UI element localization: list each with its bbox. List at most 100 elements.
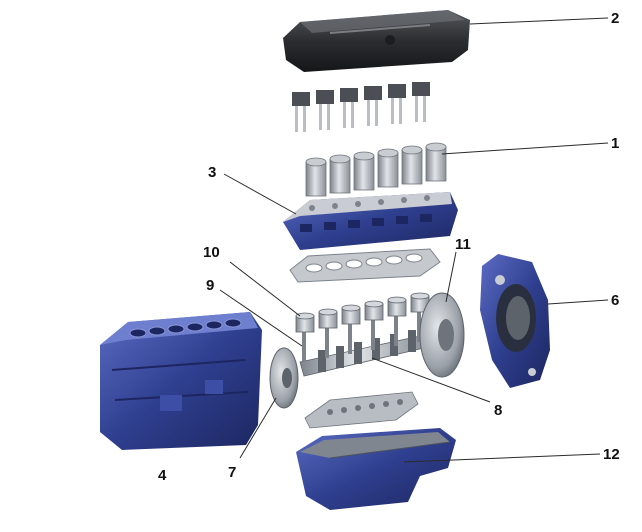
callout-2: 2 — [611, 10, 619, 27]
connecting-rod — [302, 332, 306, 362]
vibration-damper — [269, 347, 299, 409]
cylinder-head — [283, 192, 458, 250]
valve-stem — [319, 104, 322, 130]
rocker-arm — [412, 82, 430, 96]
gasket-bore — [365, 257, 383, 267]
piston-crown — [341, 304, 361, 312]
plate-hole — [327, 409, 333, 415]
gasket-bore — [345, 259, 363, 269]
rocker-arm — [292, 92, 310, 106]
callout-3: 3 — [208, 164, 216, 181]
crank-web — [336, 346, 344, 368]
head-bolt — [332, 203, 338, 209]
connecting-rod — [348, 324, 352, 354]
head-port — [396, 216, 408, 224]
valve-stem — [295, 106, 298, 132]
cylinder-bore — [205, 320, 223, 330]
leader-10 — [229, 261, 301, 317]
connecting-rod — [394, 316, 398, 346]
valve-stem — [327, 104, 330, 130]
callout-11: 11 — [455, 236, 471, 253]
gasket-bore — [325, 261, 343, 271]
crank-web — [354, 342, 362, 364]
leader-7 — [239, 397, 277, 459]
plate-hole — [383, 401, 389, 407]
callout-8: 8 — [494, 402, 502, 419]
cylinder-liners — [305, 142, 447, 197]
rocker-arm — [316, 90, 334, 104]
cylinder-bore — [167, 324, 185, 334]
timing-gear-housing — [480, 254, 550, 388]
cylinder-liner — [425, 146, 447, 182]
valve-stem — [399, 98, 402, 124]
callout-7: 7 — [228, 464, 236, 481]
leader-1 — [441, 142, 609, 155]
head-port — [300, 224, 312, 232]
crank-web — [408, 330, 416, 352]
head-port — [324, 222, 336, 230]
callout-6: 6 — [611, 292, 619, 309]
valve-stem — [375, 100, 378, 126]
head-port — [420, 214, 432, 222]
head-port — [372, 218, 384, 226]
valve-train — [292, 82, 430, 132]
piston-crown — [410, 292, 430, 300]
liner-top — [329, 154, 351, 164]
head-gasket — [289, 248, 441, 283]
leader-12 — [403, 453, 601, 463]
valve-stem — [343, 102, 346, 128]
liner-top — [401, 145, 423, 155]
connecting-rod — [371, 320, 375, 350]
crank-web — [372, 338, 380, 360]
gasket-bore — [305, 263, 323, 273]
valve-stem — [415, 96, 418, 122]
head-bolt — [355, 201, 361, 207]
head-port — [348, 220, 360, 228]
bearing-plate — [304, 391, 419, 429]
valve-stem — [423, 96, 426, 122]
leader-2 — [469, 17, 609, 25]
plate-hole — [341, 407, 347, 413]
cylinder-bore — [224, 318, 242, 328]
callout-12: 12 — [603, 446, 620, 463]
plate-hole — [355, 405, 361, 411]
valve-stem — [303, 106, 306, 132]
leader-11 — [445, 251, 457, 303]
valve-stem — [391, 98, 394, 124]
liner-top — [353, 151, 375, 161]
leader-lines — [219, 17, 609, 463]
liner-top — [377, 148, 399, 158]
cylinder-liner — [377, 152, 399, 188]
leader-3 — [223, 173, 297, 215]
leader-6 — [547, 299, 609, 305]
head-bolt — [401, 197, 407, 203]
valve-stem — [351, 102, 354, 128]
cylinder-bore — [186, 322, 204, 332]
piston-crown — [387, 296, 407, 304]
callout-labels: 2 1 3 10 9 11 6 8 4 7 12 — [158, 10, 620, 484]
cylinder-liner — [401, 149, 423, 185]
cylinder-bore — [129, 328, 147, 338]
piston-crown — [318, 308, 338, 316]
cylinder-liner — [329, 158, 351, 194]
cylinder-bore — [148, 326, 166, 336]
callout-4: 4 — [158, 467, 167, 484]
cylinder-block — [100, 312, 262, 450]
piston-crown — [295, 312, 315, 320]
gasket-bore — [385, 255, 403, 265]
valve-stem — [367, 100, 370, 126]
callout-1: 1 — [611, 135, 619, 152]
piston-crown — [364, 300, 384, 308]
valve-cover — [283, 10, 470, 72]
head-bolt — [424, 195, 430, 201]
cylinder-liner — [353, 155, 375, 191]
connecting-rod — [325, 328, 329, 358]
liner-top — [305, 157, 327, 167]
flywheel — [419, 292, 465, 378]
liner-top — [425, 142, 447, 152]
crankshaft — [299, 330, 425, 377]
plate-hole — [369, 403, 375, 409]
rocker-arm — [364, 86, 382, 100]
rocker-arm — [388, 84, 406, 98]
